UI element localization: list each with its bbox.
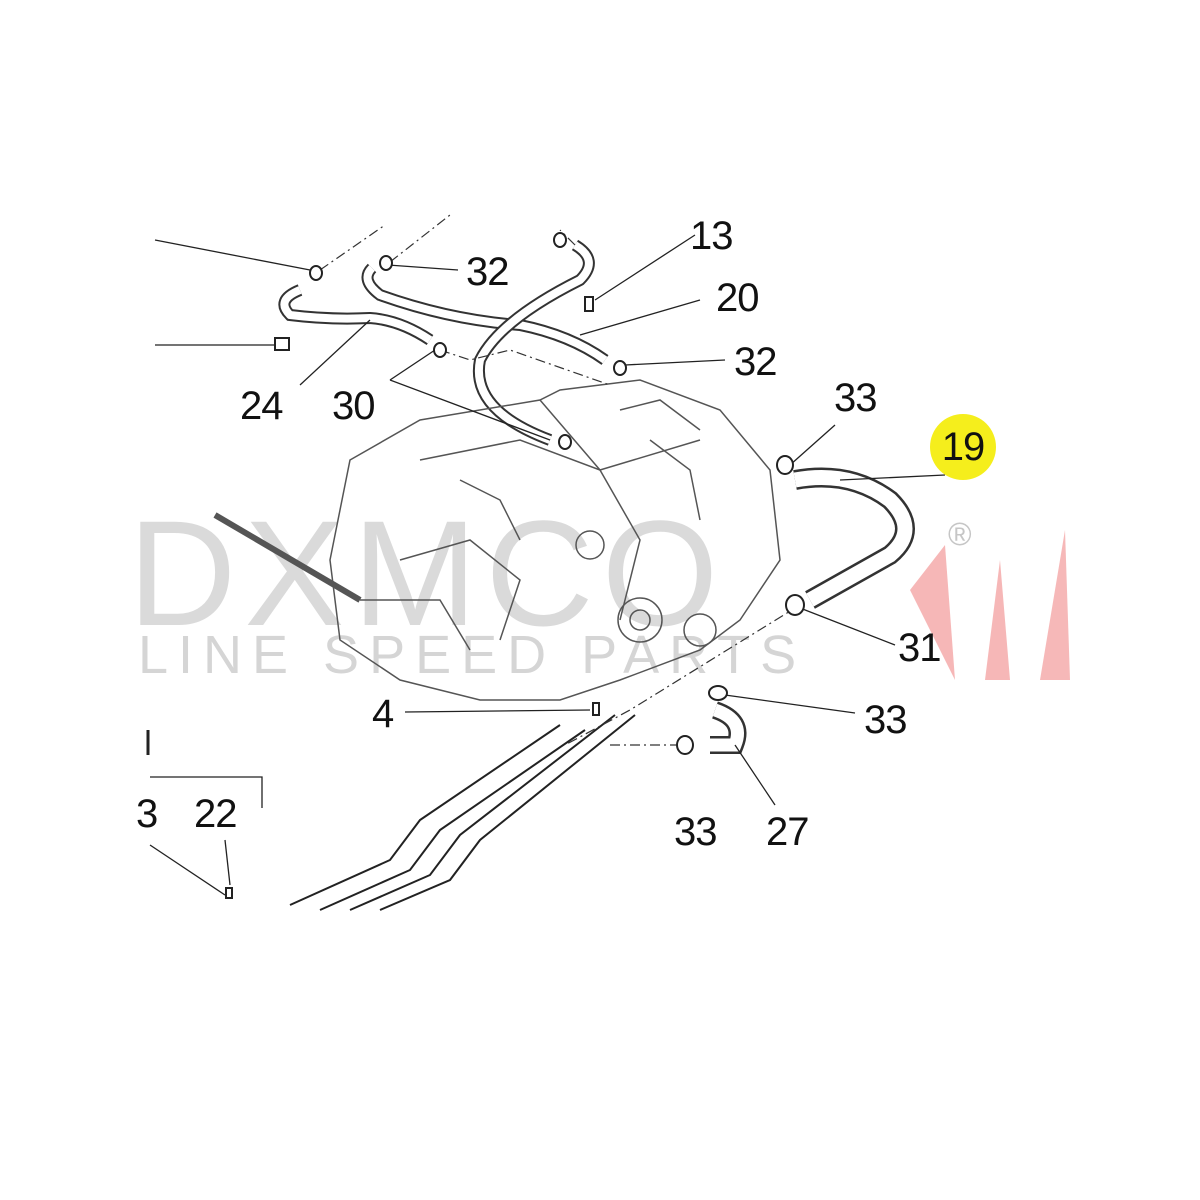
coolant-pipes [289, 714, 636, 911]
callout-4: 4 [372, 692, 394, 736]
callout-32: 32 [466, 250, 509, 294]
hose-clamps [225, 232, 805, 899]
callout-20: 20 [716, 276, 759, 320]
callout-31: 31 [898, 626, 941, 670]
callout-13: 13 [690, 214, 733, 258]
callout-32: 32 [734, 340, 777, 384]
callout-27: 27 [766, 810, 809, 854]
callout-30: 30 [332, 384, 375, 428]
watermark-registered: ® [948, 516, 972, 552]
callout-33: 33 [674, 810, 717, 854]
callout-22: 22 [194, 792, 237, 836]
callout-partial: 3 [136, 792, 158, 836]
engine-block [213, 379, 781, 701]
callout-19-highlighted: 19 [930, 414, 996, 480]
callout-24: 24 [240, 384, 283, 428]
watermark-logo [910, 530, 1070, 680]
callout-33: 33 [834, 376, 877, 420]
callout-33: 33 [864, 698, 907, 742]
leader-lines [146, 234, 946, 896]
